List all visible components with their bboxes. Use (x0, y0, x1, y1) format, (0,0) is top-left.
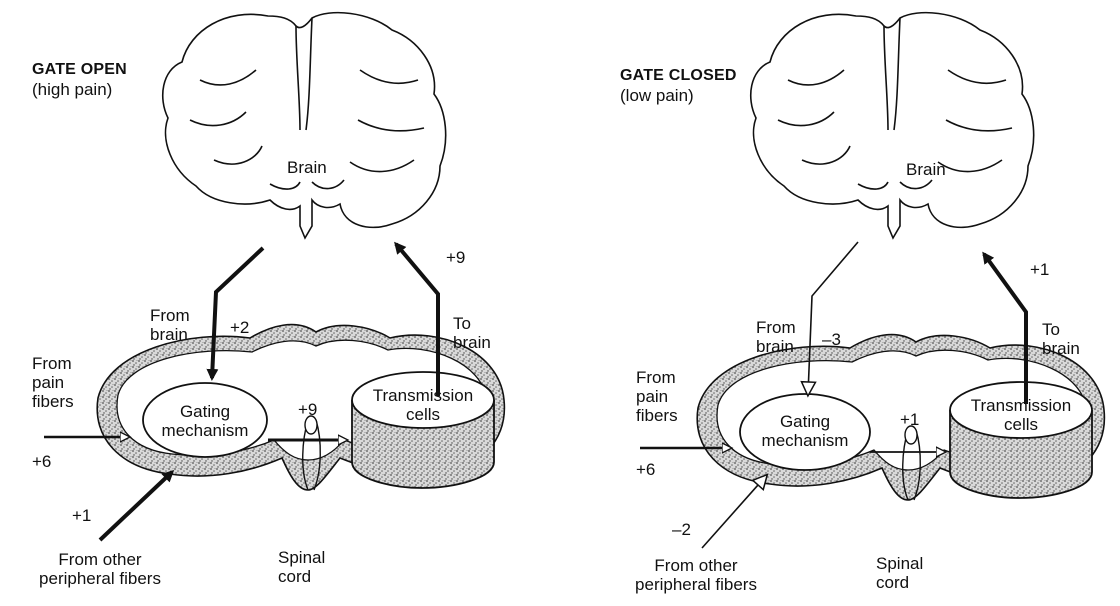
panel-title: GATE CLOSED (620, 66, 737, 85)
panel-subtitle: (low pain) (620, 86, 694, 105)
brain-illustration (163, 13, 446, 238)
from-brain-value: +2 (230, 318, 249, 337)
pain-fibers-value: +6 (32, 452, 51, 471)
peripheral-fibers-value: –2 (672, 520, 691, 539)
brain-label: Brain (287, 158, 327, 177)
pain-fibers-value: +6 (636, 460, 655, 479)
peripheral-fibers-arrow (702, 476, 766, 548)
panel-title: GATE OPEN (32, 60, 127, 79)
panel-subtitle: (high pain) (32, 80, 112, 99)
from-brain-value: –3 (822, 330, 841, 349)
gate-output-value: +9 (298, 400, 317, 419)
brain-illustration (751, 13, 1034, 238)
peripheral-fibers-value: +1 (72, 506, 91, 525)
brain-label: Brain (906, 160, 946, 179)
gate-output-value: +1 (900, 410, 919, 429)
to-brain-value: +1 (1030, 260, 1049, 279)
to-brain-value: +9 (446, 248, 465, 267)
peripheral-fibers-arrow (100, 472, 172, 540)
